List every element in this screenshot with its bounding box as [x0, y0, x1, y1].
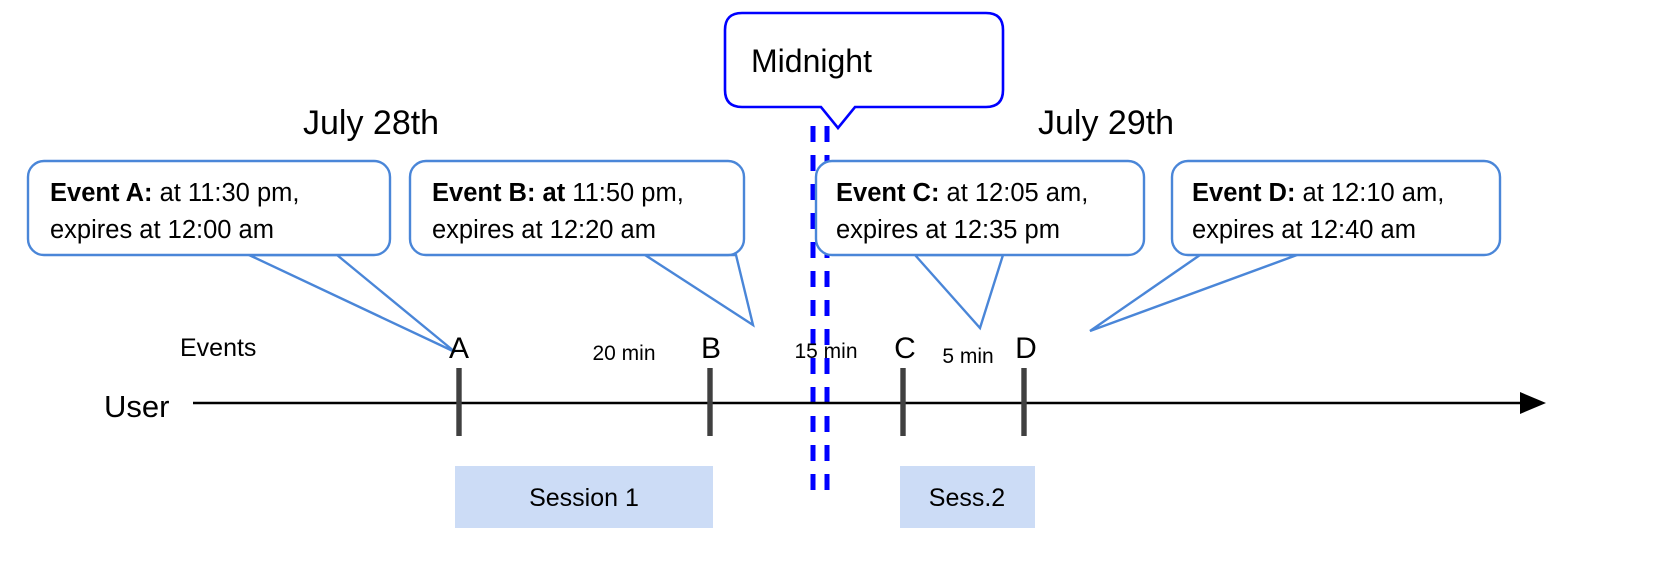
event-a-bold: Event A: — [50, 179, 153, 207]
midnight-label: Midnight — [751, 43, 872, 79]
event-a-tail — [248, 253, 456, 354]
session-1[interactable]: Session 1 — [455, 466, 713, 528]
date-label-left: July 28th — [303, 104, 439, 142]
events-row-label: Events — [180, 334, 256, 362]
session-1-label: Session 1 — [529, 484, 639, 512]
event-d-line1: Event D: at 12:10 am, — [1192, 179, 1444, 207]
event-d-line2: expires at 12:40 am — [1192, 216, 1416, 244]
timeline-axis — [193, 392, 1546, 414]
event-b-box — [408, 159, 746, 257]
event-c-line1: Event C: at 12:05 am, — [836, 179, 1088, 207]
interval-cd-label: 5 min — [942, 345, 993, 368]
tick-a-label: A — [449, 332, 469, 365]
date-label-right: July 29th — [1038, 104, 1174, 142]
event-c-bold: Event C: — [836, 179, 939, 207]
midnight-callout[interactable]: Midnight — [723, 11, 1005, 131]
event-a-callout[interactable]: Event A: at 11:30 pm, expires at 12:00 a… — [26, 159, 456, 354]
event-c-box — [814, 159, 1146, 257]
event-d-tail — [1089, 253, 1298, 333]
event-b-line2: expires at 12:20 am — [432, 216, 656, 244]
midnight-callout-box — [723, 11, 1005, 131]
session-1-rect — [455, 466, 713, 528]
event-d-rest: at 12:10 am, — [1295, 179, 1444, 207]
event-c-callout[interactable]: Event C: at 12:05 am, expires at 12:35 p… — [814, 159, 1146, 331]
event-b-tail — [640, 253, 755, 328]
event-d-bold: Event D: — [1192, 179, 1295, 207]
session-2-rect — [900, 466, 1035, 528]
session-2[interactable]: Sess.2 — [900, 466, 1035, 528]
session-2-label: Sess.2 — [929, 484, 1005, 512]
event-d-callout[interactable]: Event D: at 12:10 am, expires at 12:40 a… — [1089, 159, 1502, 333]
event-b-bold: Event B: at — [432, 179, 566, 207]
event-b-rest: 11:50 pm, — [565, 179, 684, 207]
event-b-callout[interactable]: Event B: at 11:50 pm, expires at 12:20 a… — [408, 159, 755, 328]
user-row-label: User — [104, 389, 169, 424]
event-a-box — [26, 159, 392, 257]
event-d-box — [1170, 159, 1502, 257]
tick-b-label: B — [701, 332, 721, 365]
axis-arrowhead — [1520, 392, 1546, 414]
tick-d-label: D — [1015, 332, 1037, 365]
event-b-line1: Event B: at 11:50 pm, — [432, 179, 684, 207]
tick-c-label: C — [894, 332, 916, 365]
interval-bc-label: 15 min — [794, 340, 857, 363]
event-a-line1: Event A: at 11:30 pm, — [50, 179, 299, 207]
event-a-line2: expires at 12:00 am — [50, 216, 274, 244]
event-c-tail — [912, 253, 1005, 331]
event-c-line2: expires at 12:35 pm — [836, 216, 1060, 244]
event-a-rest: at 11:30 pm, — [153, 179, 300, 207]
interval-ab-label: 20 min — [592, 342, 655, 365]
event-c-rest: at 12:05 am, — [939, 179, 1088, 207]
